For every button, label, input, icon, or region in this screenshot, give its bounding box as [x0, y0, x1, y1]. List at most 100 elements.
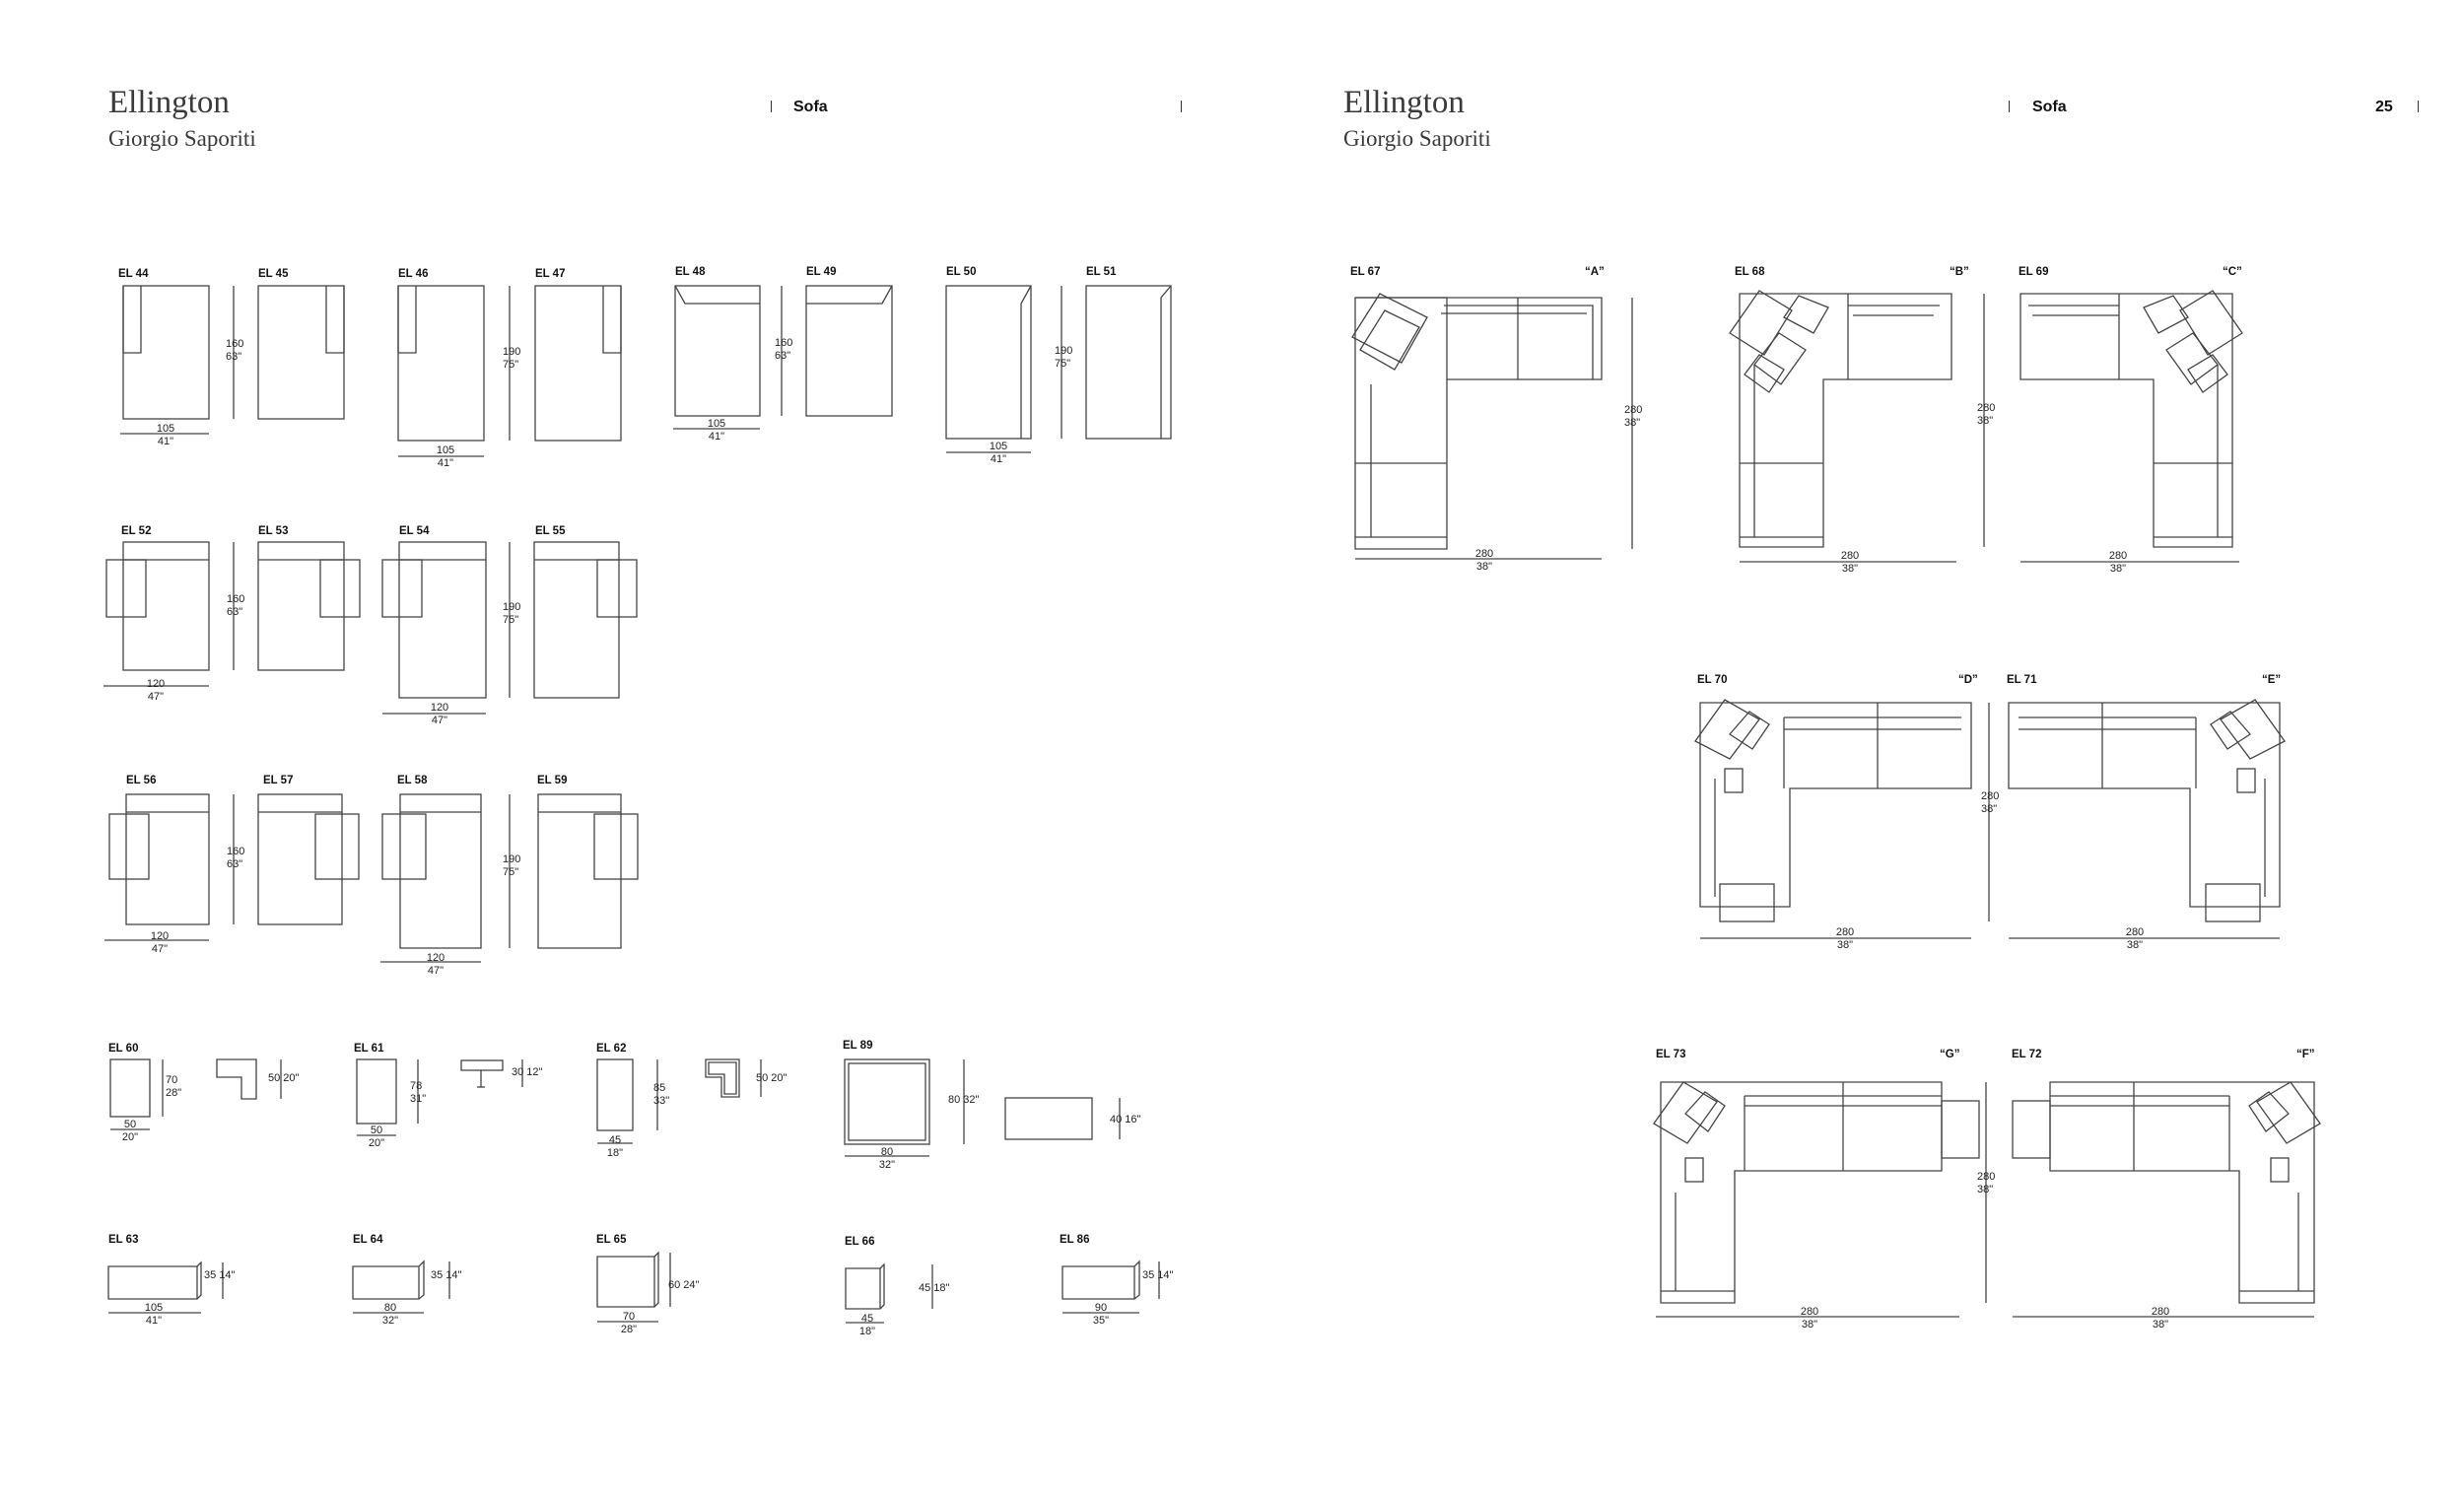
composition-code: EL 69 [2019, 266, 2049, 278]
item-code: EL 55 [535, 525, 566, 537]
composition-code: EL 72 [2012, 1049, 2042, 1060]
drawing-el86 [1061, 1260, 1140, 1300]
header-divider [2009, 101, 2010, 112]
dimension-depth: 30 12" [512, 1066, 543, 1078]
composition-letter: “F” [2296, 1049, 2315, 1060]
drawing-el61 [356, 1058, 504, 1125]
drawing-el47 [534, 285, 622, 442]
item-code: EL 60 [108, 1043, 139, 1055]
item-code: EL 45 [258, 268, 289, 280]
header-divider [1181, 101, 1182, 112]
left-drawings [103, 285, 1172, 1324]
drawing-el59 [537, 793, 639, 949]
dimension-height: 60 24" [668, 1279, 700, 1291]
drawing-el57 [257, 793, 360, 925]
item-code: EL 62 [596, 1043, 627, 1055]
composition-letter: “B” [1950, 266, 1969, 278]
item-code: EL 58 [397, 775, 428, 786]
item-code: EL 59 [537, 775, 568, 786]
drawing-el44 [122, 285, 210, 420]
drawing-el54 [381, 541, 487, 699]
drawing-el67 [1351, 293, 1603, 550]
dimension-height: 35 14" [204, 1269, 236, 1281]
drawing-el70 [1694, 699, 1972, 922]
category-label: Sofa [2032, 99, 2067, 115]
drawing-el50 [945, 285, 1032, 440]
item-code: EL 46 [398, 268, 429, 280]
dimension-lines [103, 286, 1160, 1324]
item-code: EL 52 [121, 525, 152, 537]
item-code: EL 50 [946, 266, 977, 278]
item-code: EL 57 [263, 775, 294, 786]
item-code: EL 44 [118, 268, 149, 280]
dimension-depth: 40 16" [1110, 1114, 1141, 1125]
item-code: EL 48 [675, 266, 706, 278]
drawing-el73 [1653, 1081, 1980, 1304]
right-drawings [1351, 290, 2321, 1318]
drawing-el51 [1085, 285, 1172, 440]
composition-code: EL 73 [1656, 1049, 1686, 1060]
dimension-height: 35 14" [1142, 1269, 1174, 1281]
composition-letter: “E” [2262, 674, 2282, 686]
composition-code: EL 70 [1697, 674, 1728, 686]
item-code: EL 86 [1060, 1234, 1090, 1246]
composition-letter: “D” [1958, 674, 1978, 686]
drawing-el45 [257, 285, 345, 420]
dimension-depth: 50 20" [268, 1072, 300, 1084]
drawing-el72 [2012, 1081, 2321, 1304]
page-number: 25 [2375, 99, 2393, 115]
drawing-el69 [2019, 290, 2243, 548]
item-code: EL 65 [596, 1234, 627, 1246]
drawing-el66 [845, 1262, 885, 1310]
drawing-el56 [108, 793, 210, 925]
item-code: EL 61 [354, 1043, 384, 1055]
item-code: EL 64 [353, 1234, 383, 1246]
dimension-lines [1355, 294, 2314, 1318]
item-code: EL 66 [845, 1236, 875, 1248]
item-code: EL 49 [806, 266, 837, 278]
drawing-el68 [1729, 290, 1952, 548]
drawing-el46 [397, 285, 485, 442]
item-code: EL 53 [258, 525, 289, 537]
designer-name: Giorgio Saporiti [1343, 126, 1491, 151]
brand-title: Ellington [108, 85, 230, 120]
drawing-el62 [596, 1058, 740, 1131]
header-divider [771, 101, 772, 112]
item-code: EL 51 [1086, 266, 1117, 278]
drawing-el64 [352, 1260, 425, 1300]
drawing-el58 [381, 793, 482, 949]
designer-name: Giorgio Saporiti [108, 126, 256, 151]
composition-code: EL 67 [1350, 266, 1381, 278]
